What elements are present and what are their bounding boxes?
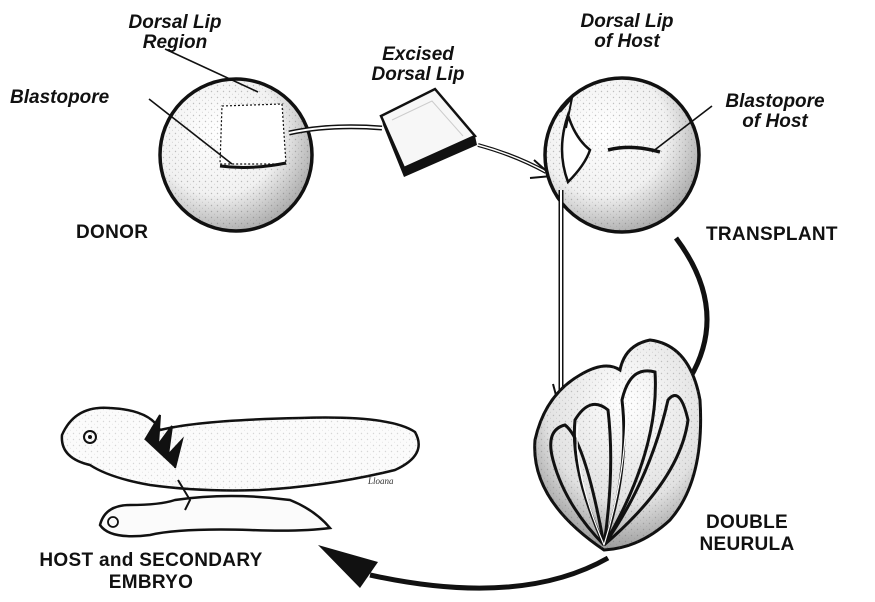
label-excised-dorsal-lip: Excised Dorsal Lip	[368, 45, 468, 85]
transfer-arrow	[478, 145, 552, 178]
excised-dorsal-lip-piece	[381, 89, 477, 177]
label-dorsal-lip-of-host-line1: Dorsal Lip	[581, 11, 674, 32]
secondary-embryo	[100, 496, 330, 536]
transplant-embryo	[545, 78, 699, 232]
artist-signature: Lloana	[368, 476, 394, 486]
label-excised-line1: Excised	[382, 44, 454, 65]
label-dorsal-lip-of-host-line2: of Host	[594, 31, 659, 52]
label-transplant: TRANSPLANT	[706, 224, 838, 246]
label-dorsal-lip-region-line2: Region	[143, 32, 207, 53]
dorsal-lip-region-outline	[220, 104, 286, 164]
host-and-secondary-embryo	[62, 408, 419, 537]
label-host-secondary-line2: EMBRYO	[109, 572, 194, 593]
label-blastopore-of-host-line2: of Host	[742, 111, 807, 132]
label-blastopore: Blastopore	[10, 88, 109, 108]
label-host-and-secondary-embryo: HOST and SECONDARY EMBRYO	[6, 550, 296, 594]
label-double-neurula-line1: DOUBLE	[706, 512, 788, 533]
label-blastopore-of-host-line1: Blastopore	[725, 91, 824, 112]
curved-arrow-bottom	[370, 558, 608, 588]
donor-embryo	[160, 79, 312, 231]
label-host-secondary-line1: HOST and SECONDARY	[39, 550, 262, 571]
label-blastopore-of-host: Blastopore of Host	[710, 92, 840, 132]
label-dorsal-lip-of-host: Dorsal Lip of Host	[567, 12, 687, 52]
label-dorsal-lip-region: Dorsal Lip Region	[110, 13, 240, 53]
label-double-neurula: DOUBLE NEURULA	[692, 512, 802, 556]
curved-arrow-bottom-head	[318, 545, 378, 588]
label-double-neurula-line2: NEURULA	[700, 534, 795, 555]
vertical-arrow	[553, 190, 569, 414]
label-excised-line2: Dorsal Lip	[372, 64, 465, 85]
label-dorsal-lip-region-line1: Dorsal Lip	[129, 12, 222, 33]
label-donor: DONOR	[76, 222, 148, 244]
